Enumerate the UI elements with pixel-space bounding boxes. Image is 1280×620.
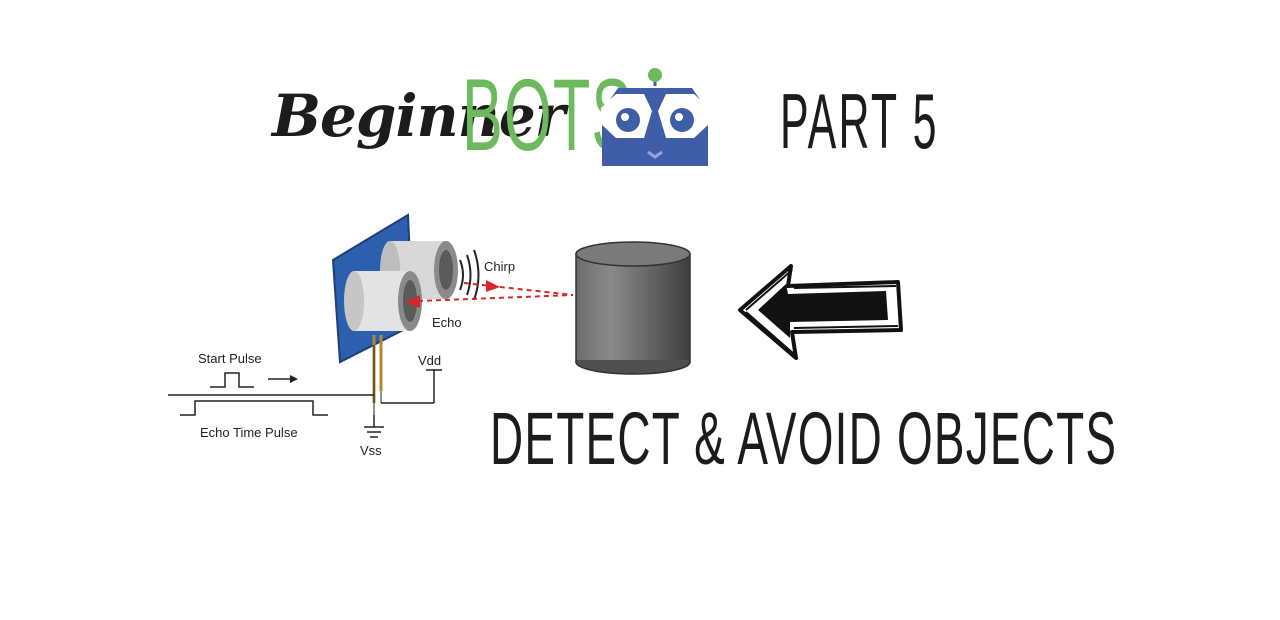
start-pulse-waveform <box>210 372 254 388</box>
chirp-label: Chirp <box>484 259 515 274</box>
vdd-label: Vdd <box>418 353 441 368</box>
sensor-transducer-front <box>344 271 422 331</box>
hand-drawn-left-arrow-icon <box>738 264 903 360</box>
brand-script-text: Beginner <box>272 82 565 150</box>
chirp-signal-line <box>463 282 574 296</box>
ultrasonic-sensor-diagram: Chirp Echo Vdd Vss Start Pulse Echo Time… <box>168 213 574 458</box>
part-label: PART 5 <box>780 77 939 165</box>
echo-time-pulse-waveform <box>180 400 328 416</box>
robot-head-icon <box>601 68 709 166</box>
echo-signal-line <box>417 294 574 302</box>
echo-label: Echo <box>432 315 462 330</box>
subtitle-detect-avoid: DETECT & AVOID OBJECTS <box>490 397 1118 480</box>
vss-label: Vss <box>360 443 382 458</box>
echo-time-pulse-label: Echo Time Pulse <box>200 425 298 440</box>
start-pulse-label: Start Pulse <box>198 351 262 366</box>
echo-arrowhead <box>406 295 420 308</box>
chirp-arrowhead <box>486 280 500 292</box>
obstacle-cylinder <box>575 241 691 375</box>
